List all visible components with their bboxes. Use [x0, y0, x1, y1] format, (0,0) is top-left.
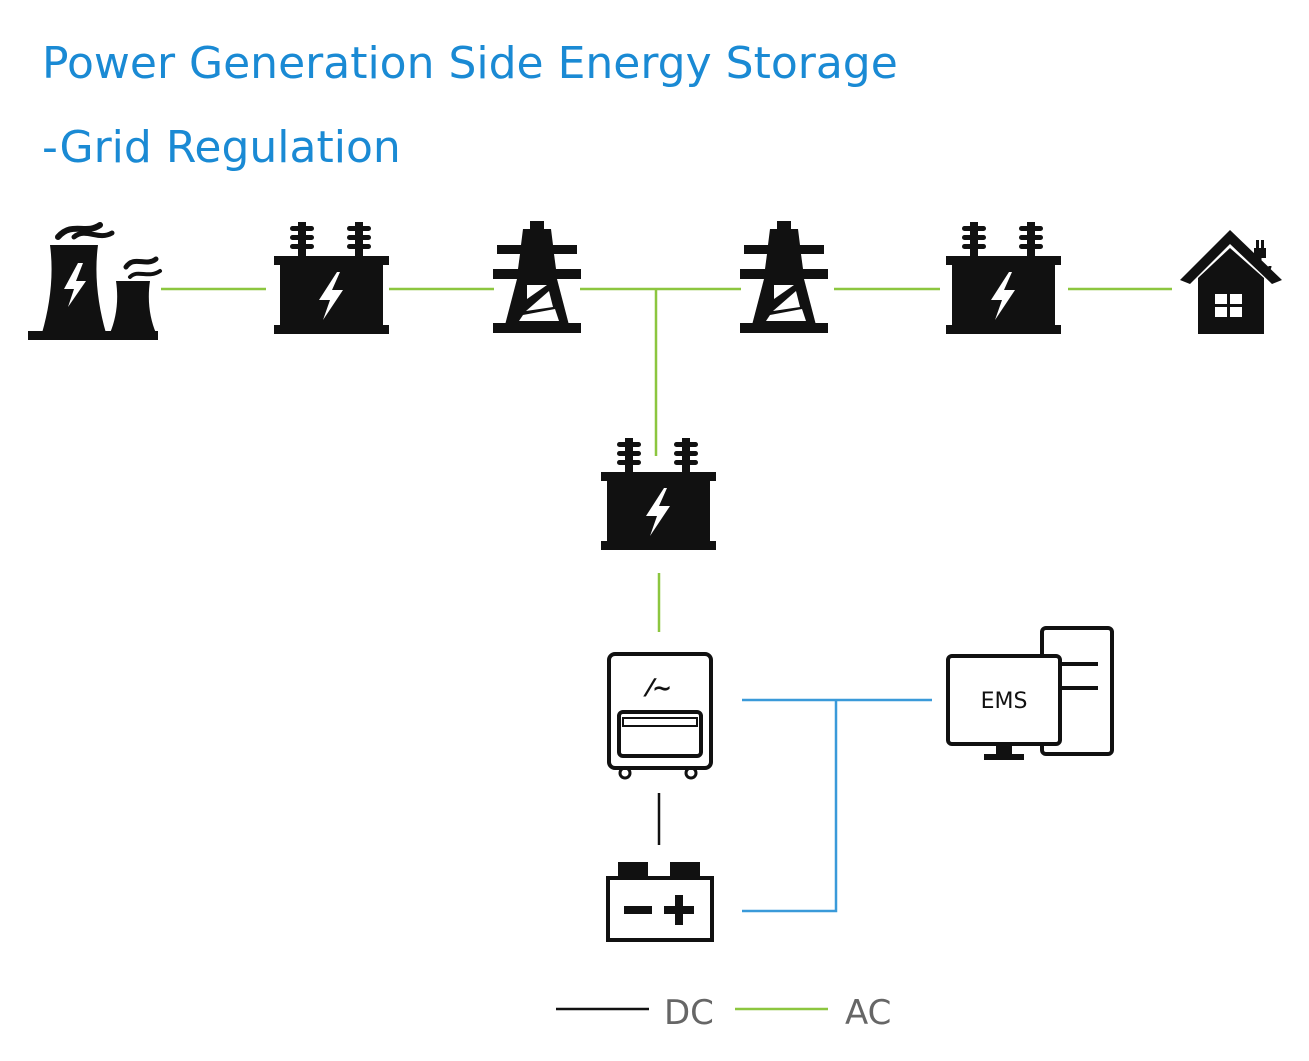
page-title: Power Generation Side Energy Storage: [42, 38, 898, 89]
comm-line-battery-to-bus: [742, 700, 838, 913]
pcs-inverter-icon: ⁄∼: [607, 652, 713, 780]
battery-icon: [606, 862, 714, 942]
power-plant-icon: [28, 222, 162, 340]
page-subtitle: -Grid Regulation: [42, 122, 401, 173]
ems-label: EMS: [981, 689, 1028, 714]
storage-transformer-icon: [601, 438, 716, 550]
step-up-transformer-icon: [274, 222, 389, 334]
legend-dc-label: DC: [664, 993, 714, 1033]
step-down-transformer-icon: [946, 222, 1061, 334]
ems-computer-icon: [946, 626, 1114, 760]
legend-ac-label: AC: [845, 993, 891, 1033]
pcs-symbol: ⁄∼: [643, 674, 672, 702]
transmission-tower-left-icon: [493, 221, 581, 333]
house-icon: [1180, 230, 1282, 334]
transmission-tower-right-icon: [740, 221, 828, 333]
ac-grid-lines: [161, 287, 1172, 632]
communication-lines: [742, 698, 932, 913]
legend: DC AC: [556, 993, 891, 1033]
